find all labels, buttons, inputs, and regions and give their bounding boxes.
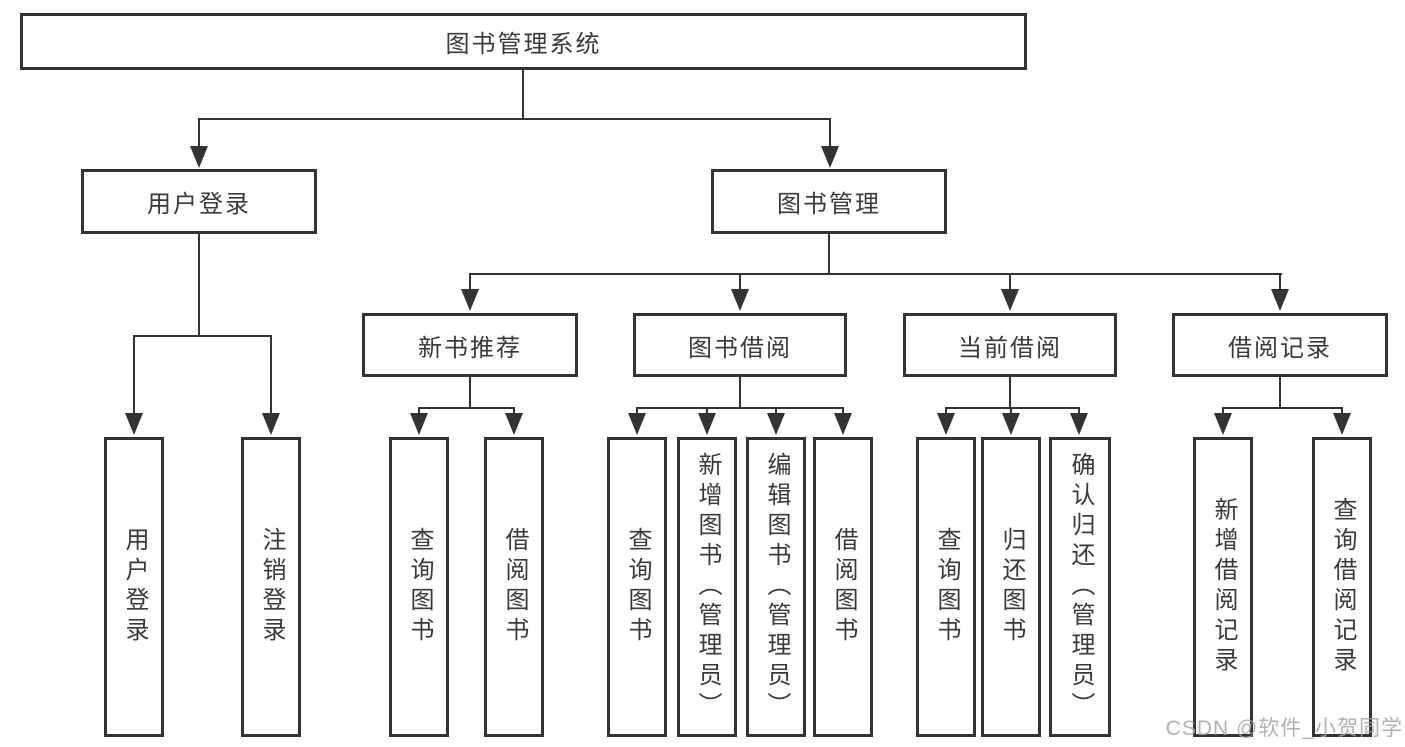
connector-to-leaf-rec-query <box>418 407 420 415</box>
arrow-down-icon <box>1001 289 1019 311</box>
connector-to-leaf-record-query <box>1341 407 1343 415</box>
arrow-down-icon <box>505 413 523 435</box>
connector-to-leaf-user-login <box>133 335 135 413</box>
connector-root-to-user-login <box>198 118 200 150</box>
connector-to-leaf-bb-query <box>636 407 638 415</box>
connector-root-to-book-management <box>829 118 831 150</box>
connector-recommend-stem <box>469 377 471 408</box>
connector-current-borrow-crossbar <box>945 407 1080 409</box>
arrow-down-icon <box>1214 413 1232 435</box>
leaf-record-add: 新增借阅记录 <box>1193 437 1253 737</box>
leaf-borrow-query-book: 查询图书 <box>607 437 667 737</box>
connector-to-book-borrow <box>739 273 741 291</box>
connector-to-new-book-recommend <box>469 273 471 291</box>
arrow-down-icon <box>410 413 428 435</box>
node-borrow-record: 借阅记录 <box>1172 313 1388 377</box>
connector-to-leaf-bb-add <box>706 407 708 415</box>
node-user-login-label: 用户登录 <box>147 191 251 218</box>
connector-user-login-stem <box>198 234 200 336</box>
leaf-recommend-query-book: 查询图书 <box>389 437 449 737</box>
leaf-recommend-query-book-label: 查询图书 <box>406 527 433 647</box>
node-new-book-recommend-label: 新书推荐 <box>418 334 522 362</box>
node-root: 图书管理系统 <box>20 13 1027 70</box>
arrow-down-icon <box>767 413 785 435</box>
arrow-down-icon <box>1070 413 1088 435</box>
connector-current-borrow-stem <box>1009 377 1011 408</box>
leaf-current-query-book-label: 查询图书 <box>933 527 960 647</box>
node-book-management-label: 图书管理 <box>777 191 881 218</box>
leaf-borrow-edit-book: 编辑图书（管理员） <box>746 437 806 737</box>
arrow-down-icon <box>1271 289 1289 311</box>
leaf-record-add-label: 新增借阅记录 <box>1210 497 1237 677</box>
connector-to-leaf-rec-borrow <box>513 407 515 415</box>
arrow-down-icon <box>461 289 479 311</box>
connector-to-current-borrow <box>1009 273 1011 291</box>
arrow-down-icon <box>125 413 143 435</box>
connector-book-management-crossbar <box>469 273 1282 275</box>
leaf-logout: 注销登录 <box>241 437 301 737</box>
leaf-user-login-label: 用户登录 <box>121 527 148 647</box>
leaf-recommend-borrow-book-label: 借阅图书 <box>501 527 528 647</box>
leaf-borrow-query-book-label: 查询图书 <box>624 527 651 647</box>
leaf-borrow-borrow-book: 借阅图书 <box>813 437 873 737</box>
arrow-down-icon <box>937 413 955 435</box>
node-book-management: 图书管理 <box>711 169 947 234</box>
connector-book-borrow-stem <box>739 377 741 408</box>
connector-borrow-record-stem <box>1279 377 1281 408</box>
leaf-current-confirm-return-label: 确认归还（管理员） <box>1067 452 1094 722</box>
connector-to-leaf-bb-borrow <box>842 407 844 415</box>
leaf-current-confirm-return: 确认归还（管理员） <box>1049 437 1111 737</box>
csdn-watermark: CSDN @软件_小贺同学 <box>1165 717 1403 740</box>
arrow-down-icon <box>731 289 749 311</box>
node-book-borrow: 图书借阅 <box>633 313 847 377</box>
leaf-logout-label: 注销登录 <box>258 527 285 647</box>
connector-to-leaf-bb-edit <box>775 407 777 415</box>
leaf-current-return-book: 归还图书 <box>981 437 1041 737</box>
leaf-recommend-borrow-book: 借阅图书 <box>484 437 544 737</box>
leaf-record-query-label: 查询借阅记录 <box>1329 497 1356 677</box>
node-root-label: 图书管理系统 <box>445 31 602 58</box>
leaf-current-return-book-label: 归还图书 <box>998 527 1025 647</box>
leaf-borrow-borrow-book-label: 借阅图书 <box>830 527 857 647</box>
arrow-down-icon <box>1333 413 1351 435</box>
connector-root-stem <box>522 70 524 118</box>
connector-user-login-crossbar <box>133 335 272 337</box>
node-new-book-recommend: 新书推荐 <box>362 313 578 377</box>
node-user-login: 用户登录 <box>81 169 317 234</box>
leaf-borrow-add-book: 新增图书（管理员） <box>677 437 737 737</box>
connector-borrow-record-crossbar <box>1222 407 1343 409</box>
arrow-down-icon <box>262 413 280 435</box>
leaf-borrow-add-book-label: 新增图书（管理员） <box>694 452 721 722</box>
arrow-down-icon <box>821 146 839 168</box>
connector-book-borrow-crossbar <box>636 407 844 409</box>
connector-to-leaf-cur-query <box>945 407 947 415</box>
node-book-borrow-label: 图书借阅 <box>688 334 792 362</box>
connector-to-borrow-record <box>1279 273 1281 291</box>
node-current-borrow-label: 当前借阅 <box>958 334 1062 362</box>
node-borrow-record-label: 借阅记录 <box>1228 334 1332 362</box>
leaf-user-login: 用户登录 <box>104 437 164 737</box>
connector-book-management-stem <box>828 234 830 275</box>
connector-to-leaf-logout <box>270 335 272 413</box>
leaf-record-query: 查询借阅记录 <box>1312 437 1372 737</box>
arrow-down-icon <box>190 146 208 168</box>
connector-to-leaf-cur-confirm <box>1078 407 1080 415</box>
leaf-borrow-edit-book-label: 编辑图书（管理员） <box>763 452 790 722</box>
connector-to-leaf-cur-return <box>1010 407 1012 415</box>
arrow-down-icon <box>1002 413 1020 435</box>
arrow-down-icon <box>628 413 646 435</box>
arrow-down-icon <box>834 413 852 435</box>
connector-recommend-crossbar <box>418 407 515 409</box>
arrow-down-icon <box>698 413 716 435</box>
node-current-borrow: 当前借阅 <box>903 313 1117 377</box>
leaf-current-query-book: 查询图书 <box>916 437 976 737</box>
connector-root-crossbar <box>198 118 831 120</box>
connector-to-leaf-record-add <box>1222 407 1224 415</box>
